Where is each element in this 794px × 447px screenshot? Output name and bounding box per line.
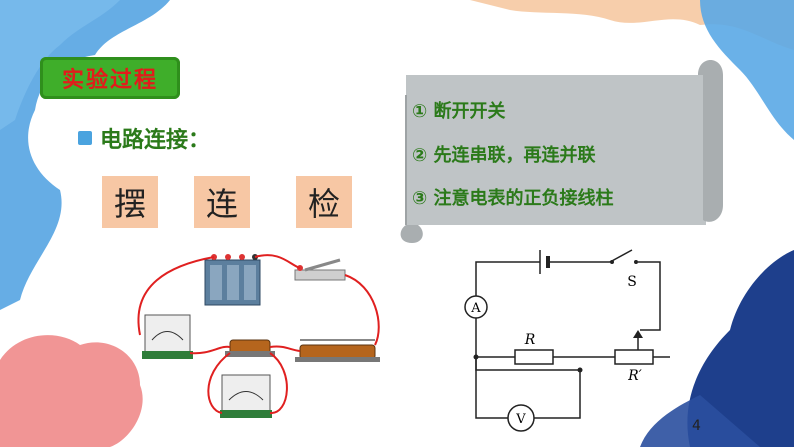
step-box-2: 连 <box>194 176 250 228</box>
note-1: ① 断开开关 <box>412 101 506 122</box>
battery-icon <box>204 254 261 306</box>
resistor-device-icon <box>225 339 275 357</box>
ammeter-symbol <box>464 295 488 319</box>
note-2: ② 先连串联，再连并联 <box>412 145 596 166</box>
page-number: 4 <box>692 418 701 434</box>
note-3: ③ 注意电表的正负接线柱 <box>412 188 614 209</box>
section-heading: 电路连接： <box>78 122 210 154</box>
circuit-diagram: A V R R′ S <box>464 249 670 432</box>
cloud-salmon-bottom <box>0 335 143 447</box>
switch-label: S <box>627 274 637 290</box>
slide-title: 实验过程 <box>40 57 180 99</box>
ammeter-label: A <box>470 301 481 316</box>
step-box-1: 摆 <box>102 176 158 228</box>
wires <box>137 254 380 415</box>
cloud-navy-bottom-2 <box>640 395 760 447</box>
rheostat-device-icon <box>295 339 380 362</box>
cloud-navy-bottom <box>687 250 794 447</box>
section-label: 电路连接： <box>100 128 211 153</box>
rheostat-label: R′ <box>627 368 643 384</box>
voltmeter-symbol <box>507 404 535 432</box>
cloud-blue-left-light <box>0 0 120 130</box>
knife-switch-icon <box>294 258 346 281</box>
step-box-3: 检 <box>296 176 352 228</box>
apparatus-illustration <box>137 254 380 418</box>
bullet-square-icon <box>78 131 92 145</box>
cloud-blue-top-right <box>700 0 794 140</box>
voltmeter-device-icon <box>220 374 272 418</box>
scroll-panel <box>400 60 723 243</box>
ammeter-device-icon <box>142 314 193 359</box>
voltmeter-label: V <box>515 412 526 427</box>
resistor-label: R <box>524 332 536 348</box>
